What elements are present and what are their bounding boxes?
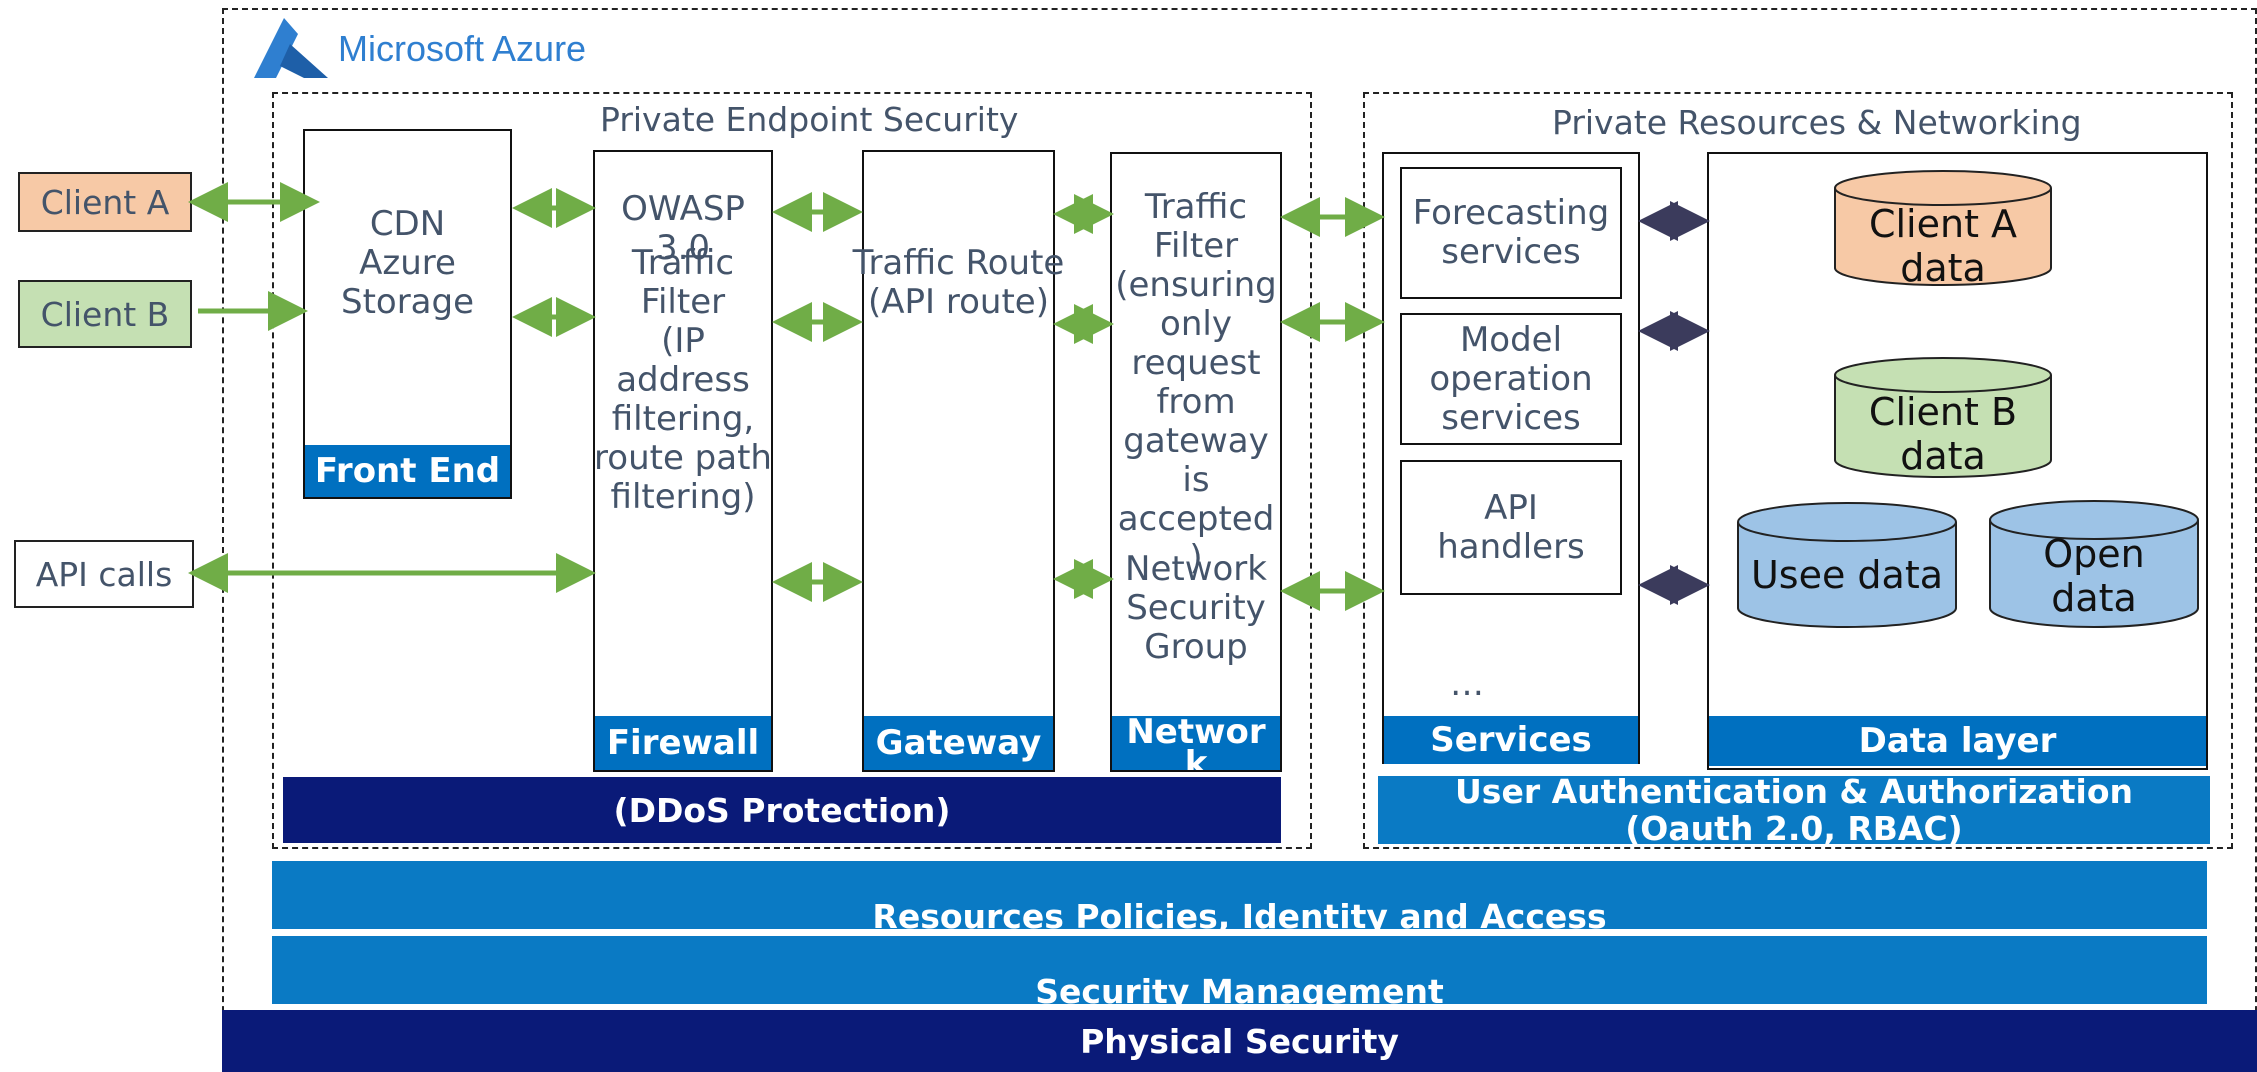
client-b-label: Client B — [40, 294, 170, 334]
physical-security-bar: Physical Security — [222, 1010, 2257, 1072]
service-api-handlers: API handlers — [1400, 460, 1622, 595]
physical-security-label: Physical Security — [1080, 1021, 1399, 1061]
client-a-data-label: Client A data — [1868, 202, 2018, 290]
firewall-box — [593, 150, 773, 772]
api-calls-box: API calls — [14, 540, 194, 608]
network-filter-text: Traffic Filter (ensuring only request fr… — [1115, 187, 1277, 578]
front-end-footer: Front End — [305, 445, 510, 497]
service-forecasting: Forecasting services — [1400, 167, 1622, 299]
network-box — [1110, 152, 1282, 772]
private-resources-boundary — [1363, 92, 2233, 849]
front-end-text: CDN Azure Storage — [340, 204, 475, 322]
auth-label: User Authentication & Authorization (Oau… — [1455, 772, 2133, 848]
security-management-label: Security Management (Monitoring & Log Ma… — [1035, 972, 1444, 1004]
gateway-box — [862, 150, 1055, 772]
api-calls-label: API calls — [35, 554, 173, 594]
client-a-label: Client A — [40, 182, 170, 222]
service-api-handlers-label: API handlers — [1437, 487, 1585, 567]
security-management-bar: Security Management (Monitoring & Log Ma… — [272, 936, 2207, 1004]
gateway-text: Traffic Route (API route) — [852, 243, 1065, 322]
data-layer-footer: Data layer — [1709, 716, 2206, 766]
private-endpoint-title: Private Endpoint Security — [600, 100, 1019, 139]
network-nsg-text: Network Security Group — [1125, 549, 1267, 667]
client-a-box: Client A — [18, 172, 192, 232]
front-end-box — [303, 129, 512, 499]
resources-policies-label: Resources Policies, Identity and Access … — [872, 897, 1607, 929]
firewall-footer: Firewall — [595, 716, 771, 770]
resources-policies-bar: Resources Policies, Identity and Access … — [272, 861, 2207, 929]
firewall-owasp-text: OWASP 3.0 — [621, 189, 745, 268]
private-resources-title: Private Resources & Networking — [1552, 103, 2082, 142]
ddos-bar: (DDoS Protection) — [283, 777, 1281, 843]
service-model-operation: Model operation services — [1400, 313, 1622, 445]
azure-logo-icon — [250, 16, 328, 78]
ddos-label: (DDoS Protection) — [613, 790, 951, 830]
services-footer: Services — [1384, 716, 1638, 764]
client-b-box: Client B — [18, 280, 192, 348]
gateway-footer: Gateway — [864, 716, 1053, 770]
auth-bar: User Authentication & Authorization (Oau… — [1378, 772, 2210, 848]
firewall-filter-text: Traffic Filter (IP address filtering, ro… — [594, 243, 772, 517]
usee-data-label: Usee data — [1750, 553, 1944, 597]
service-forecasting-label: Forecasting services — [1412, 193, 1610, 272]
open-data-label: Open data — [2043, 532, 2145, 620]
client-b-data-label: Client B data — [1868, 390, 2018, 478]
service-model-operation-label: Model operation services — [1429, 319, 1593, 438]
network-footer: Networ k — [1112, 716, 1280, 770]
services-more: … — [1450, 664, 1484, 704]
brand-name: Microsoft Azure — [338, 28, 587, 69]
private-endpoint-boundary — [272, 92, 1312, 849]
